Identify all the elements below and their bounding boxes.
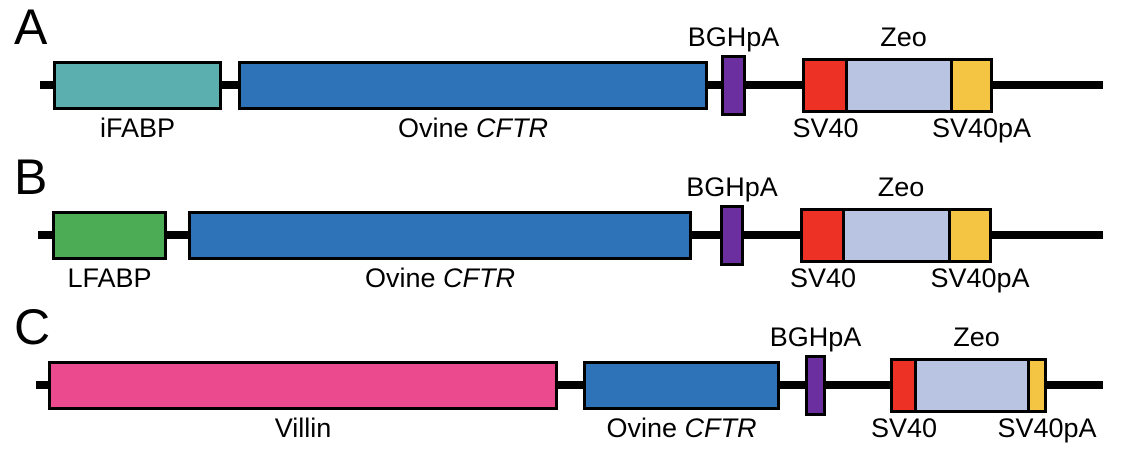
cassette-segment-sv40 (893, 361, 915, 410)
panel-letter-b: B (14, 149, 48, 205)
feature-label-villin: Villin (274, 413, 332, 443)
cassette-label-zeo: Zeo (953, 322, 1000, 352)
feature-label-ovine-cftr: Ovine CFTR (398, 113, 548, 143)
cassette-label-sv40pa: SV40pA (997, 413, 1097, 443)
cassette-segment-zeo (841, 211, 949, 260)
panel-letter-a: A (14, 0, 48, 55)
zeo-cassette-b (800, 208, 992, 263)
cassette-label-sv40: SV40 (870, 413, 938, 443)
cassette-segment-zeo (914, 361, 1027, 410)
feature-label-bghpa: BGHpA (769, 322, 862, 352)
feature-label-bghpa: BGHpA (687, 22, 780, 52)
feature-box-bghpa (721, 55, 746, 116)
feature-label-bghpa: BGHpA (686, 172, 778, 202)
zeo-cassette-a (802, 58, 993, 113)
feature-label-ovine-cftr: Ovine CFTR (365, 263, 515, 293)
zeo-cassette-c (890, 358, 1047, 413)
cassette-label-zeo: Zeo (880, 22, 927, 52)
label-text: Ovine (397, 113, 477, 143)
cassette-label-zeo: Zeo (877, 172, 925, 202)
feature-box-bghpa (720, 205, 744, 266)
backbone-line-c (36, 381, 1103, 389)
cassette-segment-sv40pa (1026, 361, 1044, 410)
cassette-segment-zeo (844, 61, 951, 110)
cassette-segment-sv40 (805, 61, 845, 110)
cassette-label-sv40pa: SV40pA (930, 263, 1030, 293)
cassette-label-sv40: SV40 (792, 113, 859, 143)
panel-letter-c: C (14, 299, 51, 355)
feature-label-ovine-cftr: Ovine CFTR (606, 413, 756, 443)
feature-label-lfabp: LFABP (67, 263, 152, 293)
feature-box-ovine-cftr (583, 361, 780, 410)
cassette-label-sv40: SV40 (789, 263, 857, 293)
label-gene-name: CFTR (443, 263, 516, 293)
label-gene-name: CFTR (476, 113, 549, 143)
label-text: Ovine (606, 413, 685, 443)
feature-box-bghpa (805, 355, 826, 416)
feature-box-lfabp (52, 211, 167, 260)
feature-label-ifabp: iFABP (99, 113, 176, 143)
feature-box-ovine-cftr (188, 211, 692, 260)
label-gene-name: CFTR (684, 413, 757, 443)
cassette-segment-sv40 (803, 211, 842, 260)
cassette-segment-sv40pa (950, 61, 990, 110)
feature-box-ifabp (53, 61, 222, 110)
cassette-segment-sv40pa (948, 211, 989, 260)
label-text: Ovine (364, 263, 444, 293)
cassette-label-sv40pa: SV40pA (931, 113, 1032, 143)
feature-box-ovine-cftr (238, 61, 708, 110)
feature-box-villin (48, 361, 558, 410)
